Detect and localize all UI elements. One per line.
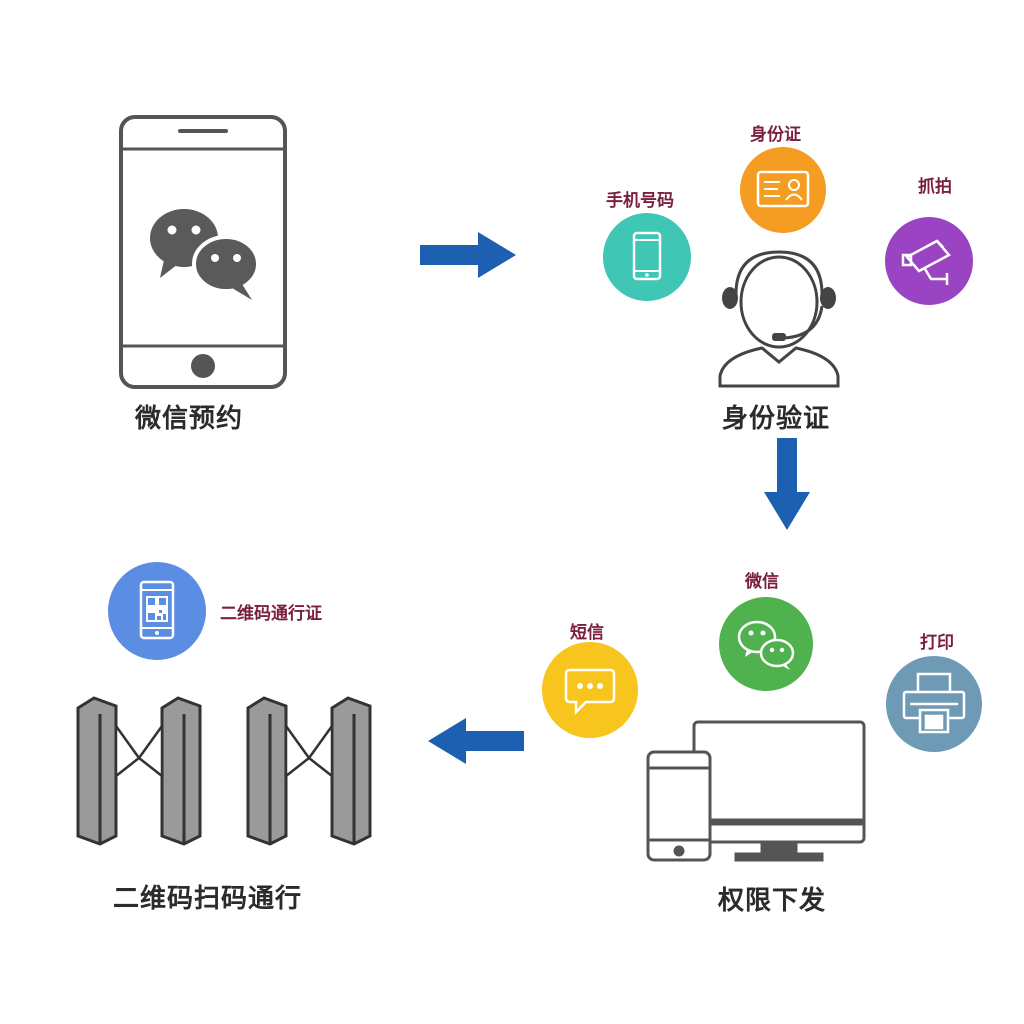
id-card-icon	[756, 170, 810, 208]
wechat-logo-icon	[150, 209, 260, 300]
monitor-icon	[692, 720, 866, 862]
wechat-chat-icon	[737, 620, 795, 670]
printer-icon	[902, 672, 966, 734]
id-card-circle	[740, 147, 826, 233]
phone-illustration	[118, 114, 288, 390]
mobile-phone-icon	[632, 231, 662, 281]
sms-circle	[542, 642, 638, 738]
stage-label-permission-issue: 权限下发	[718, 886, 827, 916]
label-sms: 短信	[570, 623, 604, 643]
snapshot-circle	[885, 217, 973, 305]
security-camera-icon	[901, 239, 951, 285]
label-qr-pass: 二维码通行证	[220, 604, 322, 624]
devices-illustration	[644, 720, 868, 866]
label-snapshot: 抓拍	[918, 177, 952, 197]
tablet-icon	[646, 750, 712, 862]
arrow-right-icon	[420, 232, 516, 278]
stage-label-identity-verification: 身份验证	[722, 404, 831, 434]
arrow-left-icon	[428, 718, 524, 764]
print-circle	[886, 656, 982, 752]
label-id-card: 身份证	[750, 125, 801, 145]
sms-bubble-icon	[564, 668, 616, 716]
agent-headset-icon	[714, 244, 844, 390]
stage-label-qr-pass: 二维码扫码通行	[113, 884, 303, 914]
wechat-circle	[719, 597, 813, 691]
turnstile-gates-illustration	[72, 696, 384, 846]
arrow-down-icon	[764, 438, 810, 530]
qr-phone-icon	[139, 580, 175, 640]
stage-label-wechat-booking: 微信预约	[135, 404, 244, 434]
label-wechat: 微信	[745, 572, 779, 592]
qr-pass-circle	[108, 562, 206, 660]
label-print: 打印	[920, 633, 954, 653]
label-phone-number: 手机号码	[606, 191, 674, 211]
phone-number-circle	[603, 213, 691, 301]
